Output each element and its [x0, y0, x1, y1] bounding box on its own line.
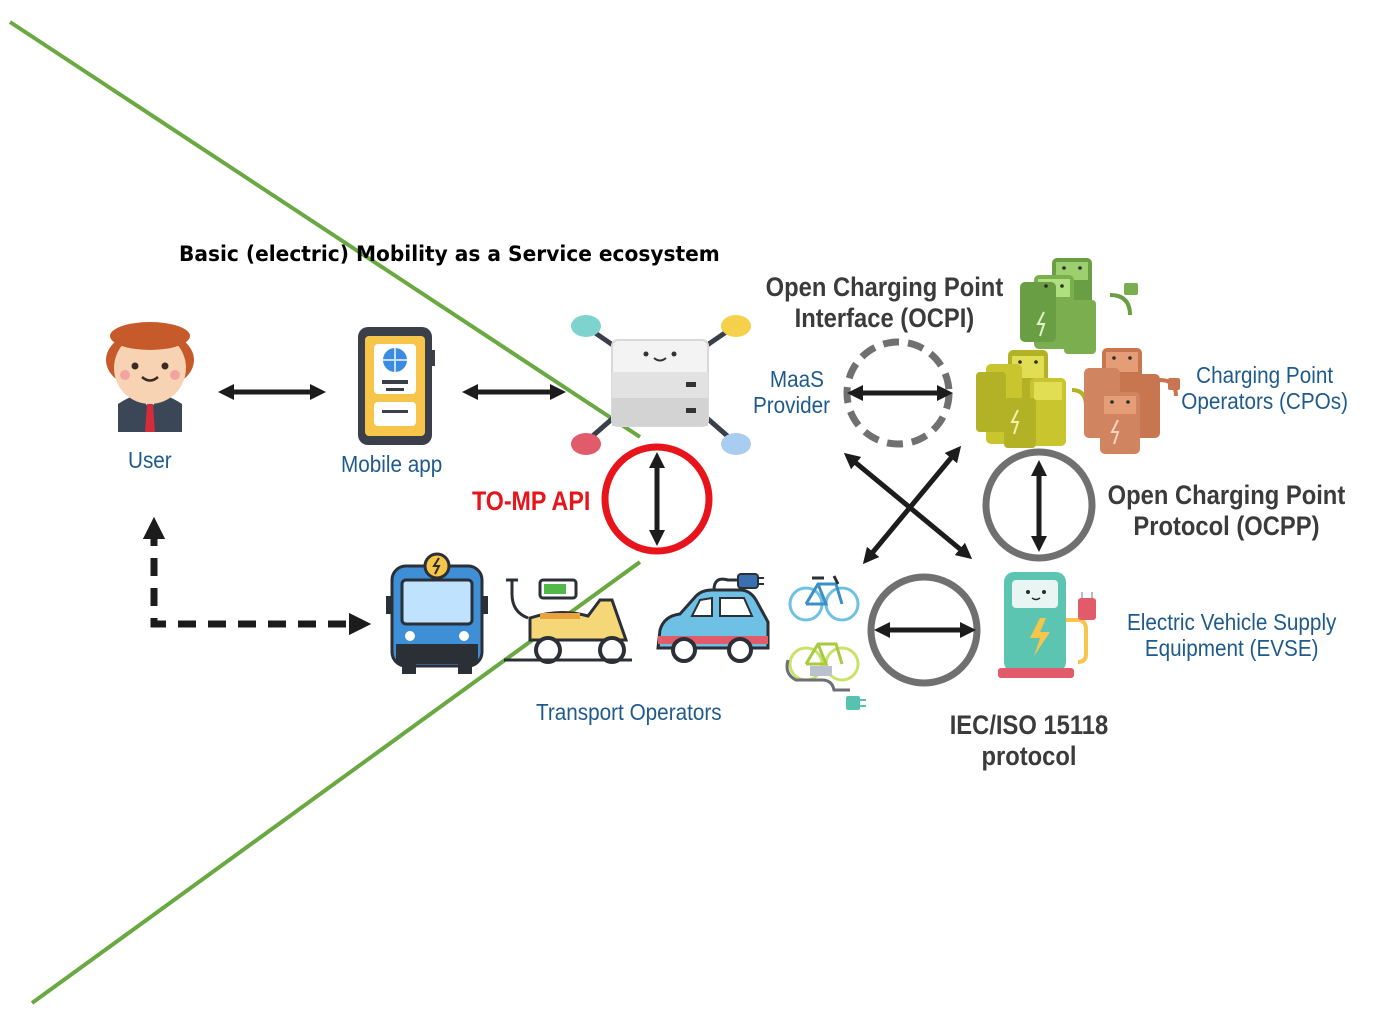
dashed-arrow-user-transport: [142, 516, 372, 636]
ocpp-label-line1: Open Charging Point: [1107, 480, 1346, 510]
arrow-cross-cpo-bikes: [862, 445, 962, 565]
ocpp-label-line2: Protocol (OCPP): [1133, 511, 1320, 542]
ocpi-label-line1: Open Charging Point: [765, 272, 1004, 302]
transport-operators-label: Transport Operators: [536, 699, 722, 725]
maas-provider-label-line2: Provider: [752, 392, 831, 419]
maas-hub-icon: [571, 315, 751, 455]
iec-15118-label: IEC/ISO 15118 protocol: [948, 710, 1110, 772]
charging-stations-icon: [976, 258, 1180, 454]
evse-label-line2: Equipment (EVSE): [1144, 635, 1319, 662]
bus-icon: [386, 552, 488, 674]
iec-15118-ring: [867, 573, 981, 687]
ocpp-label: Open Charging Point Protocol (OCPP): [1105, 480, 1348, 542]
evse-label-line1: Electric Vehicle Supply: [1126, 609, 1337, 635]
maas-provider-label: MaaS Provider: [751, 366, 832, 419]
iec-15118-label-line2: protocol: [981, 741, 1077, 772]
mobile-app-label: Mobile app: [341, 451, 443, 477]
cpo-label: Charging Point Operators (CPOs): [1176, 362, 1353, 415]
ocpi-label-line2: Interface (OCPI): [794, 303, 975, 334]
bicycles-icon: [785, 575, 866, 710]
smartphone-globe-icon: [358, 327, 435, 445]
user-avatar-icon: [106, 322, 194, 432]
ocpi-label: Open Charging Point Interface (OCPI): [763, 272, 1006, 334]
electric-car-icon: [656, 573, 770, 663]
iec-15118-label-line1: IEC/ISO 15118: [949, 710, 1109, 740]
evse-label: Electric Vehicle Supply Equipment (EVSE): [1121, 609, 1342, 662]
diagram-title: Basic (electric) Mobility as a Service e…: [179, 242, 720, 266]
ocpp-ring: [982, 448, 1096, 562]
cpo-label-line1: Charging Point: [1196, 362, 1334, 388]
user-label: User: [128, 447, 172, 473]
ev-charger-icon: [998, 572, 1096, 678]
green-boundary-line-upper: [8, 20, 642, 439]
tomp-api-ring: [601, 443, 713, 555]
maas-provider-label-line1: MaaS: [769, 366, 824, 392]
cpo-label-line2: Operators (CPOs): [1181, 388, 1349, 415]
electric-scooter-icon: [504, 578, 632, 664]
tomp-api-label: TO-MP API: [472, 486, 591, 516]
